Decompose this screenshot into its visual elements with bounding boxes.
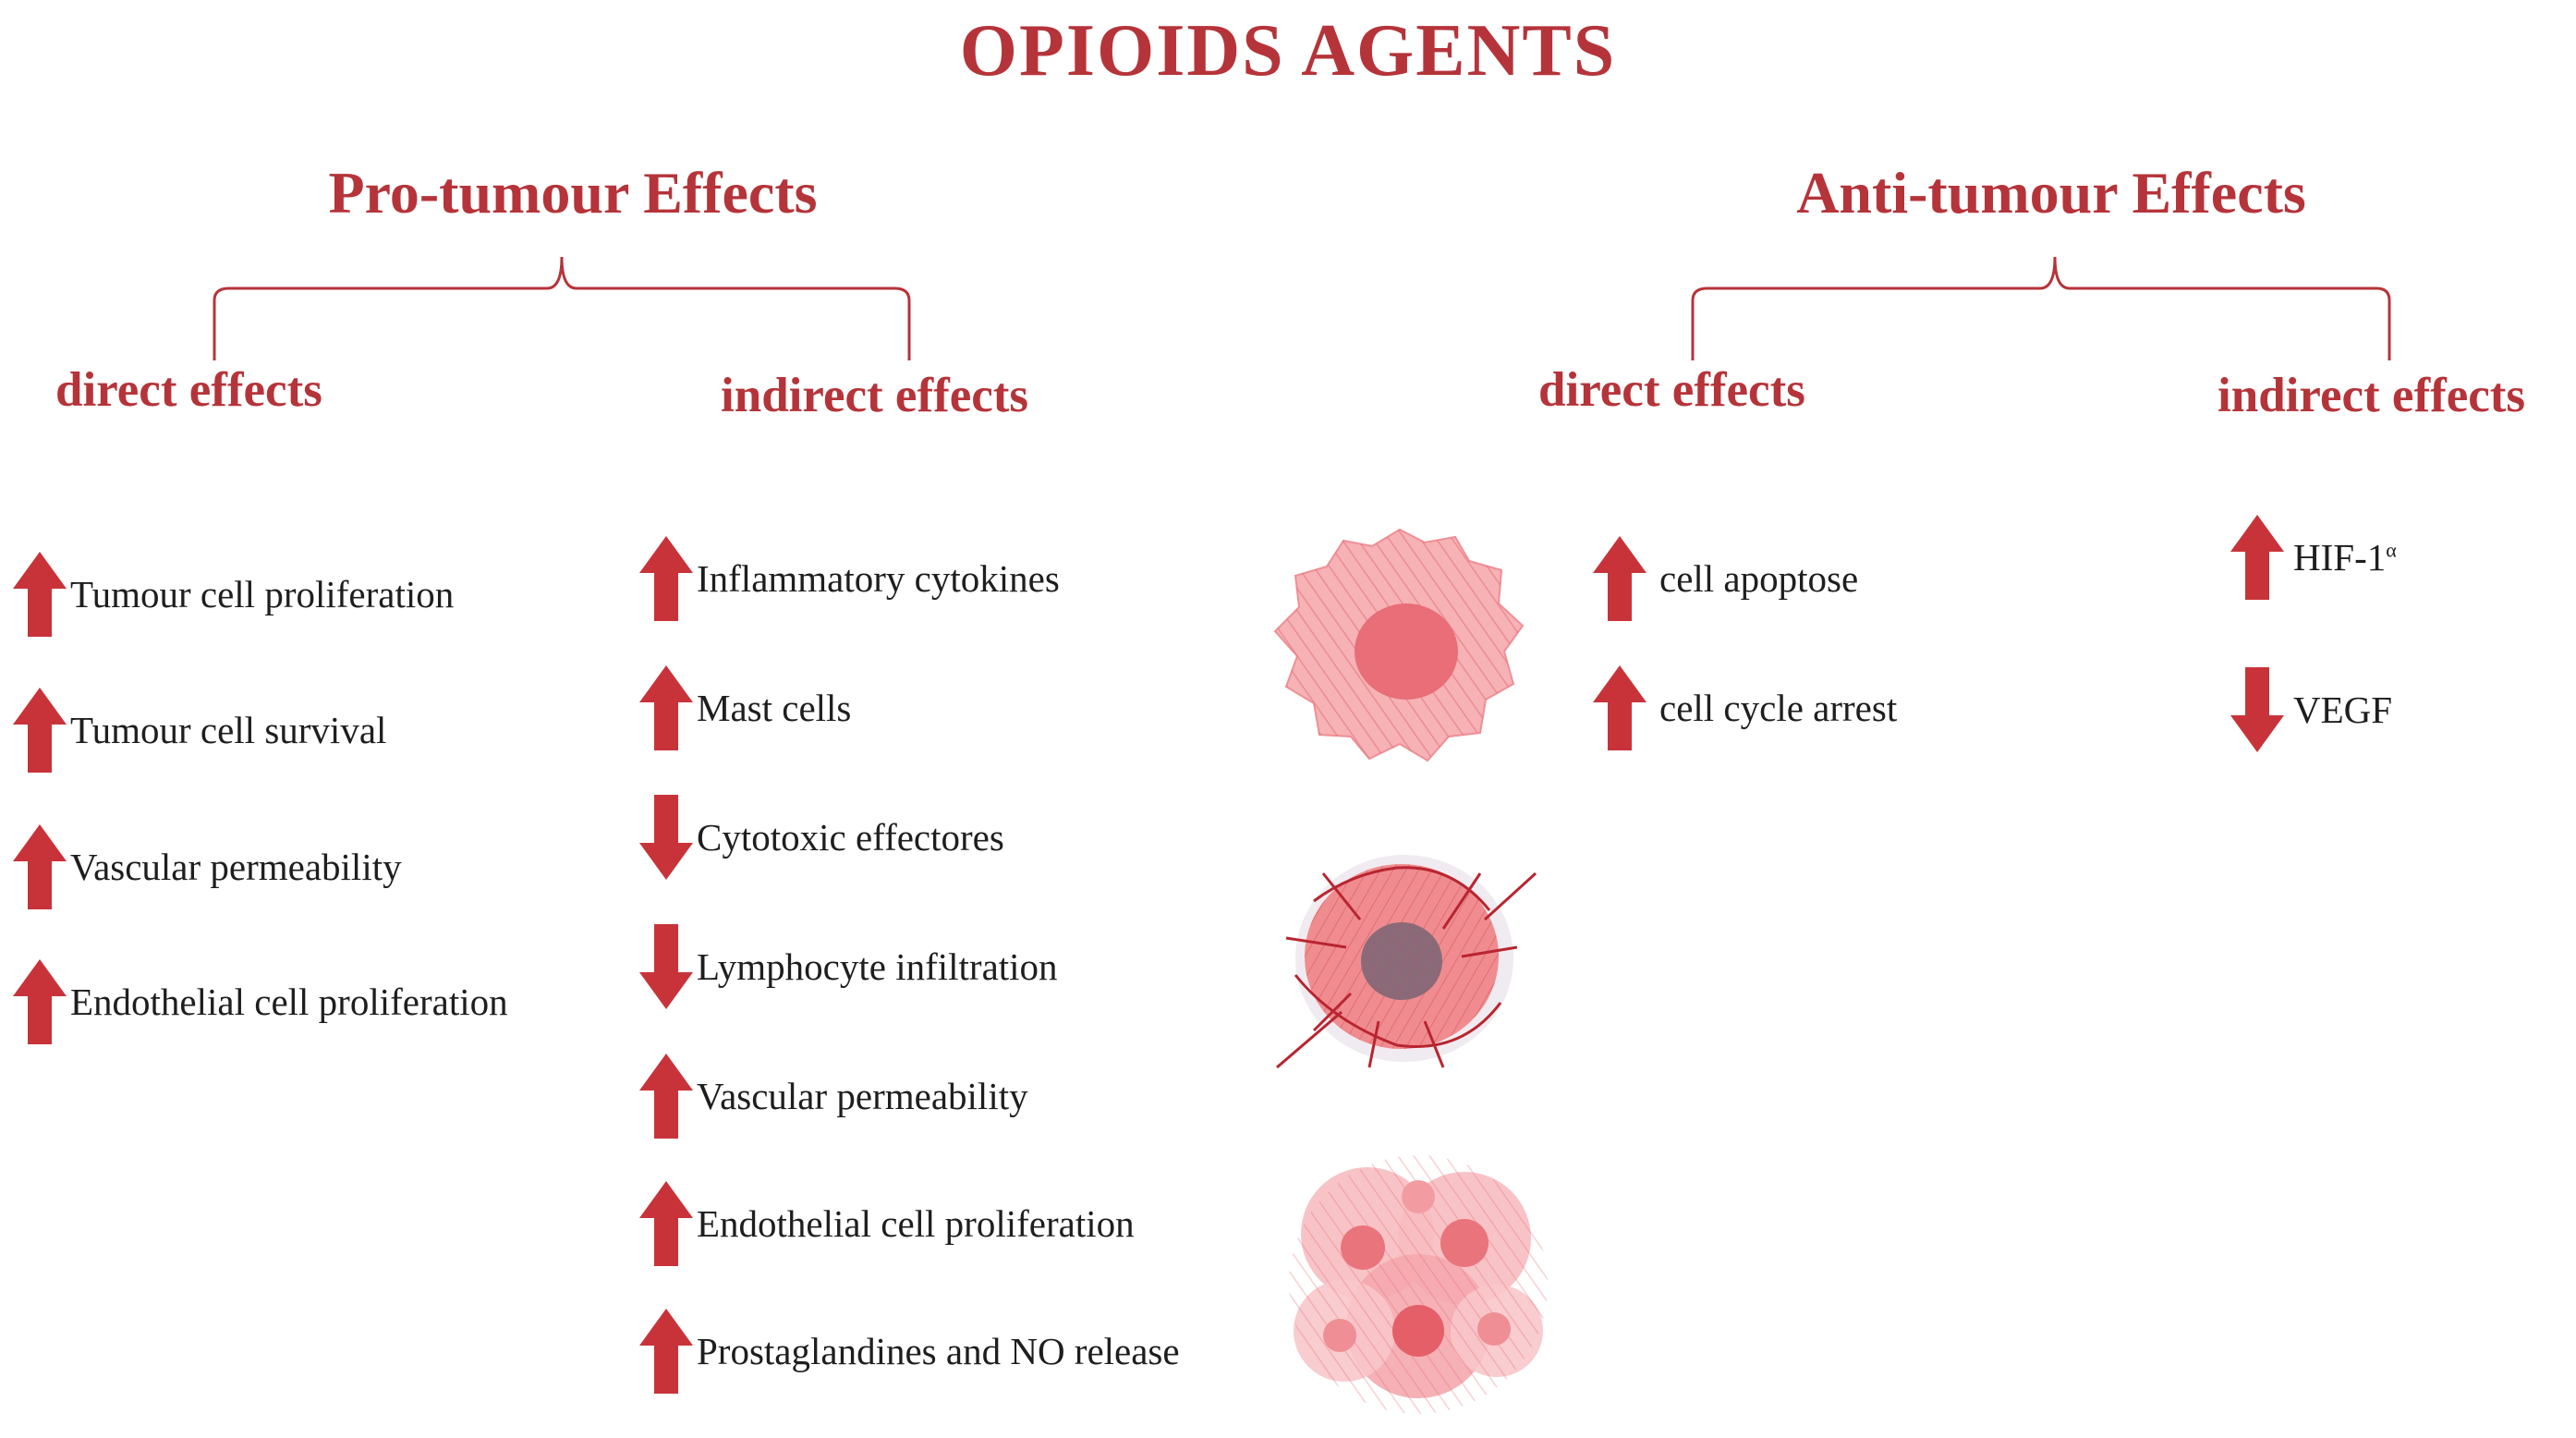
arrow-down-icon <box>2229 665 2286 754</box>
arrow-up-icon <box>1591 664 1648 752</box>
arrow-up-icon <box>638 534 695 623</box>
pro-indirect-item-4: Lymphocyte infiltration <box>638 922 1058 1011</box>
arrow-down-icon <box>638 793 695 882</box>
arrow-up-icon <box>11 550 68 639</box>
pro-direct-effects-label: direct effects <box>55 363 322 417</box>
pro-direct-item-3: Vascular permeability <box>11 823 402 911</box>
anti-direct-item-2: cell cycle arrest <box>1591 664 1897 752</box>
anti-indirect-item-1: HIF-1α <box>2229 513 2397 602</box>
anti-tumour-heading: Anti-tumour Effects <box>1796 160 2306 225</box>
anti-tumour-brace <box>1691 256 2391 360</box>
pro-tumour-heading: Pro-tumour Effects <box>328 160 818 225</box>
pro-indirect-item-1: Inflammatory cytokines <box>638 534 1060 623</box>
diagram-title: OPIOIDS AGENTS <box>959 10 1617 91</box>
arrow-up-icon <box>1591 534 1648 623</box>
pro-indirect-effects-label: indirect effects <box>721 369 1029 422</box>
anti-indirect-effects-label: indirect effects <box>2218 369 2526 422</box>
pro-indirect-item-2: Mast cells <box>638 664 851 752</box>
arrow-up-icon <box>638 1052 695 1140</box>
anti-direct-effects-label: direct effects <box>1538 363 1805 417</box>
tumour-cell-cluster-illustration <box>1289 1155 1548 1414</box>
arrow-up-icon <box>11 957 68 1046</box>
pro-direct-item-1: Tumour cell proliferation <box>11 550 454 639</box>
arrow-up-icon <box>2229 513 2286 602</box>
pro-direct-item-2: Tumour cell survival <box>11 686 386 774</box>
arrow-up-icon <box>11 823 68 911</box>
arrow-up-icon <box>638 664 695 752</box>
arrow-up-icon <box>638 1179 695 1268</box>
pro-indirect-item-7: Prostaglandines and NO release <box>638 1307 1180 1395</box>
tumour-cell-illustration <box>1273 528 1525 762</box>
arrow-down-icon <box>638 922 695 1011</box>
pro-tumour-brace <box>213 256 911 360</box>
pro-direct-item-4: Endothelial cell proliferation <box>11 957 508 1046</box>
anti-indirect-item-2: VEGF <box>2229 665 2392 754</box>
arrow-up-icon <box>638 1307 695 1395</box>
pro-indirect-item-3: Cytotoxic effectores <box>638 793 1004 882</box>
arrow-up-icon <box>11 686 68 774</box>
tumour-cell-vascularized-illustration <box>1276 855 1537 1069</box>
pro-indirect-item-5: Vascular permeability <box>638 1052 1028 1140</box>
anti-direct-item-1: cell apoptose <box>1591 534 1858 623</box>
pro-indirect-item-6: Endothelial cell proliferation <box>638 1179 1135 1268</box>
